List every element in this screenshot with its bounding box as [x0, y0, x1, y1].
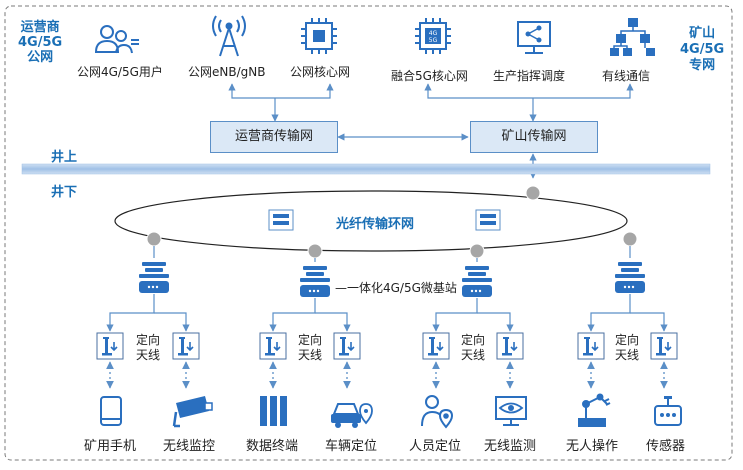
person-location-icon [421, 395, 454, 429]
ring-node [622, 231, 638, 247]
data-terminal-icon [260, 396, 287, 426]
bottom-item-label: 无线监测 [484, 439, 537, 454]
private-network-label-line: 矿山 [689, 26, 716, 41]
ring-node [307, 243, 323, 259]
antenna-label-line: 定向 [298, 333, 323, 347]
ring-bs-connectors [153, 246, 631, 262]
cctv-camera-icon [172, 396, 213, 428]
antenna-label-line: 定向 [615, 333, 640, 347]
antenna-label-line: 天线 [298, 348, 323, 362]
network-tree-icon [610, 18, 655, 56]
carrier-transport-box: 运营商传输网 [210, 121, 338, 153]
base-station-icon [615, 262, 645, 293]
directional-antenna-icon [172, 332, 200, 360]
directional-antenna-icon [577, 332, 605, 360]
private-network-label-line: 专网 [689, 58, 716, 73]
bottom-item-label: 无人操作 [566, 439, 619, 454]
public-network-label-line: 4G/5G [18, 35, 63, 50]
fiber-ring-label: 光纤传输环网 [336, 217, 415, 232]
robot-arm-icon [578, 393, 611, 427]
bottom-item-label: 数据终端 [246, 439, 299, 454]
directional-antenna-icon [333, 332, 361, 360]
wireless-links [106, 361, 668, 389]
mine-transport-box: 矿山传输网 [470, 121, 598, 153]
antenna-label: 定向天线 [615, 333, 639, 363]
base-station-icon [462, 266, 492, 297]
bottom-item-label: 矿用手机 [84, 439, 137, 454]
bs-antenna-connectors [106, 294, 668, 332]
chip-icon [301, 18, 337, 54]
antenna-label-line: 天线 [615, 348, 640, 362]
private-network-label-line: 4G/5G [680, 42, 725, 57]
base-station-dash: — [335, 281, 347, 295]
antenna-label: 定向天线 [461, 333, 485, 363]
top-item-label: 公网核心网 [290, 65, 351, 79]
base-station-label: —一体化4G/5G微基站 [335, 279, 457, 296]
base-station-icon [139, 262, 169, 293]
monitor-eye-icon [495, 396, 527, 426]
top-item-label: 公网eNB/gNB [188, 65, 266, 79]
mobile-phone-icon [100, 396, 122, 426]
top-item-label: 公网4G/5G用户 [77, 65, 163, 79]
antenna-label-line: 定向 [461, 333, 486, 347]
antenna-label-line: 天线 [461, 348, 486, 362]
directional-antenna-icon [422, 332, 450, 360]
monitor-share-icon [517, 21, 551, 54]
sensor-icon [654, 396, 682, 426]
fiber-ring [114, 190, 628, 252]
antenna-tower-icon [212, 15, 246, 57]
bottom-item-label: 传感器 [646, 439, 686, 454]
antenna-label: 定向天线 [136, 333, 160, 363]
top-connectors [228, 83, 634, 179]
base-station-text: 一体化4G/5G微基站 [347, 281, 457, 295]
directional-antenna-icon [650, 332, 678, 360]
top-item-label: 有线通信 [602, 69, 651, 83]
above-ground-label: 井上 [51, 150, 78, 165]
ring-node [469, 243, 485, 259]
public-network-label: 运营商 4G/5G 公网 [18, 20, 62, 65]
antenna-label: 定向天线 [298, 333, 322, 363]
antenna-label-line: 天线 [136, 348, 161, 362]
ring-node [525, 185, 541, 201]
vehicle-location-icon [331, 403, 373, 428]
private-network-label: 矿山 4G/5G 专网 [680, 26, 724, 74]
directional-antennas [96, 332, 678, 360]
underground-label: 井下 [51, 185, 78, 200]
directional-antenna-icon [259, 332, 287, 360]
ring-switch-icon [475, 209, 501, 231]
outer-dashed-frame [4, 5, 733, 461]
5g-chip-icon: 4G 5G [415, 18, 451, 54]
bottom-item-label: 车辆定位 [325, 439, 378, 454]
ring-nodes [146, 185, 638, 259]
directional-antenna-icon [96, 332, 124, 360]
public-network-label-line: 运营商 [20, 20, 60, 35]
ring-switch-icon [268, 209, 294, 231]
svg-text:5G: 5G [429, 37, 438, 44]
users-icon [94, 25, 139, 54]
ground-divider-bar [21, 163, 711, 175]
bottom-item-label: 人员定位 [409, 439, 462, 454]
antenna-label-line: 定向 [136, 333, 161, 347]
directional-antenna-icon [496, 332, 524, 360]
base-station-icon [300, 266, 330, 297]
ring-node [146, 231, 162, 247]
bottom-item-label: 无线监控 [163, 439, 216, 454]
top-item-label: 生产指挥调度 [493, 69, 566, 83]
public-network-label-line: 公网 [27, 50, 54, 65]
top-item-label: 融合5G核心网 [391, 69, 468, 83]
svg-text:4G: 4G [429, 30, 438, 37]
